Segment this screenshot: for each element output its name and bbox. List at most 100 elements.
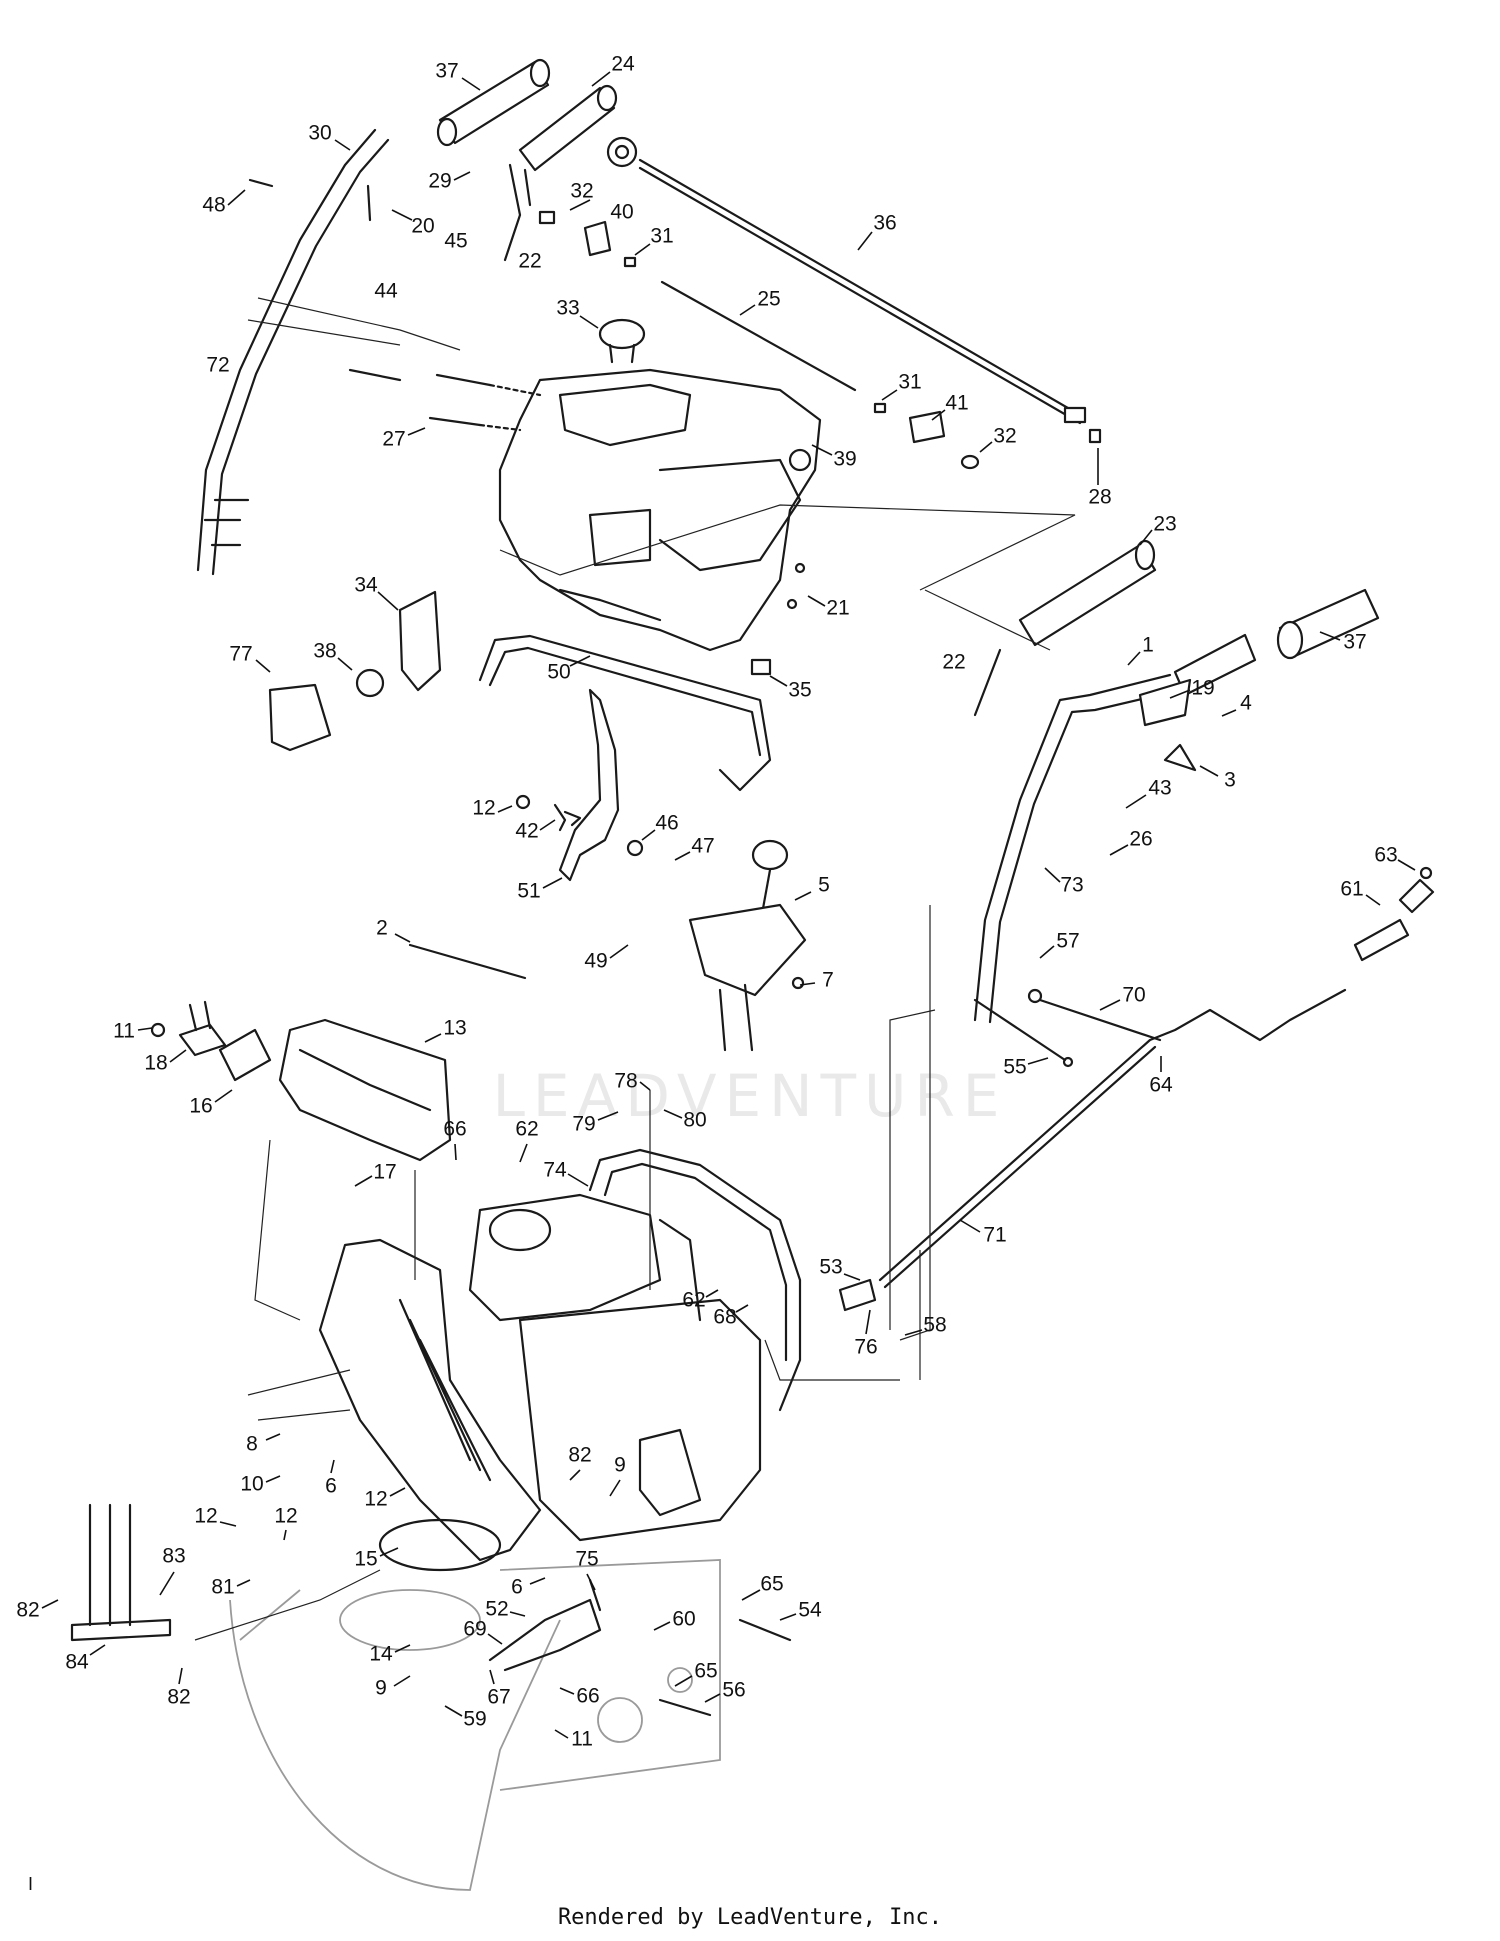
callout-30: 30	[308, 122, 331, 145]
callout-6: 6	[325, 1475, 337, 1498]
assembly-guide-lines	[194, 297, 1076, 1641]
callout-66: 66	[576, 1685, 599, 1708]
callout-9: 9	[375, 1677, 387, 1700]
callout-25: 25	[757, 288, 780, 311]
callout-75: 75	[575, 1548, 598, 1571]
callout-56: 56	[722, 1679, 745, 1702]
callout-62: 62	[515, 1118, 538, 1141]
callout-7: 7	[822, 969, 834, 992]
callout-53: 53	[819, 1256, 842, 1279]
callout-33: 33	[556, 297, 579, 320]
handle-grip-24-top	[518, 84, 618, 172]
callout-65: 65	[760, 1573, 783, 1596]
callout-13: 13	[443, 1017, 466, 1040]
callout-32: 32	[570, 180, 593, 203]
linkage-bar-50	[478, 634, 772, 792]
callout-38: 38	[313, 640, 336, 663]
callout-77: 77	[229, 643, 252, 666]
callout-48: 48	[202, 194, 225, 217]
callout-2: 2	[376, 917, 388, 940]
callout-34: 34	[354, 574, 378, 597]
callout-44: 44	[374, 280, 398, 303]
callout-46: 46	[655, 812, 678, 835]
callout-58: 58	[923, 1314, 946, 1337]
callout-1: 1	[1142, 634, 1154, 657]
callout-70: 70	[1122, 984, 1145, 1007]
callout-79: 79	[572, 1113, 595, 1136]
callout-4: 4	[1240, 692, 1252, 715]
callout-50: 50	[547, 661, 570, 684]
footer-credit: Rendered by LeadVenture, Inc.	[557, 1905, 943, 1930]
dash-panel-21	[498, 318, 822, 652]
discharge-chute	[318, 1238, 542, 1651]
callout-21: 21	[826, 597, 849, 620]
callout-49: 49	[584, 950, 607, 973]
callout-27: 27	[382, 428, 405, 451]
callout-64: 64	[1149, 1074, 1173, 1097]
right-handle-73	[973, 633, 1257, 1024]
bracket-51	[515, 688, 644, 882]
handle-frame-74	[588, 1148, 802, 1412]
callout-47: 47	[691, 835, 714, 858]
callout-61: 61	[1340, 878, 1363, 901]
grip-23-right	[973, 539, 1157, 717]
callout-3: 3	[1224, 769, 1236, 792]
bolt-55	[973, 998, 1074, 1068]
bolt-54-56	[658, 1618, 792, 1717]
callout-28: 28	[1088, 486, 1111, 509]
callout-52: 52	[485, 1598, 508, 1621]
callout-59: 59	[463, 1708, 486, 1731]
callout-69: 69	[463, 1618, 486, 1641]
leader-lines	[41, 71, 1416, 1739]
control-rod-71	[838, 866, 1435, 1312]
callout-37: 37	[1343, 631, 1366, 654]
callout-41: 41	[945, 392, 968, 415]
callout-82: 82	[16, 1599, 39, 1622]
grip-37-right	[1276, 588, 1380, 660]
shifter-5	[688, 839, 807, 1052]
callout-16: 16	[189, 1095, 212, 1118]
callout-42: 42	[515, 820, 538, 843]
callout-84: 84	[65, 1651, 89, 1674]
rod-36	[606, 136, 1087, 425]
chute-crank-75	[488, 1578, 602, 1672]
callout-19: 19	[1191, 677, 1214, 700]
watermark-text: LEADVENTURE	[493, 1062, 1008, 1130]
callout-23: 23	[1153, 513, 1176, 536]
callout-12: 12	[472, 797, 495, 820]
auger-housing	[229, 1559, 721, 1891]
callout-78: 78	[614, 1070, 637, 1093]
page-marker: I	[28, 1874, 34, 1894]
callout-36: 36	[873, 212, 896, 235]
chute-deflector-13	[278, 1018, 452, 1162]
handle-grip-37-top	[436, 58, 551, 147]
engine-housing	[468, 1193, 762, 1542]
callout-9: 9	[614, 1454, 626, 1477]
callout-40: 40	[610, 201, 633, 224]
callout-39: 39	[833, 448, 856, 471]
callout-31: 31	[650, 225, 673, 248]
callout-60: 60	[672, 1608, 695, 1631]
callout-71: 71	[983, 1224, 1006, 1247]
chute-pieces-16-18	[150, 1000, 272, 1082]
callout-82: 82	[568, 1444, 591, 1467]
callout-82: 82	[167, 1686, 190, 1709]
callout-80: 80	[683, 1109, 706, 1132]
callout-81: 81	[211, 1576, 234, 1599]
callout-67: 67	[487, 1686, 510, 1709]
callout-43: 43	[1148, 777, 1171, 800]
callout-32: 32	[993, 425, 1016, 448]
callout-11: 11	[113, 1020, 135, 1043]
upper-handle-left	[196, 128, 390, 576]
callout-66: 66	[443, 1118, 466, 1141]
callout-35: 35	[788, 679, 811, 702]
rod-25	[660, 280, 857, 392]
control-bracket-22	[503, 163, 532, 262]
callout-45: 45	[444, 230, 467, 253]
callout-57: 57	[1056, 930, 1079, 953]
callout-8: 8	[246, 1433, 258, 1456]
shear-bracket-84	[70, 1503, 172, 1642]
callout-74: 74	[543, 1159, 567, 1182]
